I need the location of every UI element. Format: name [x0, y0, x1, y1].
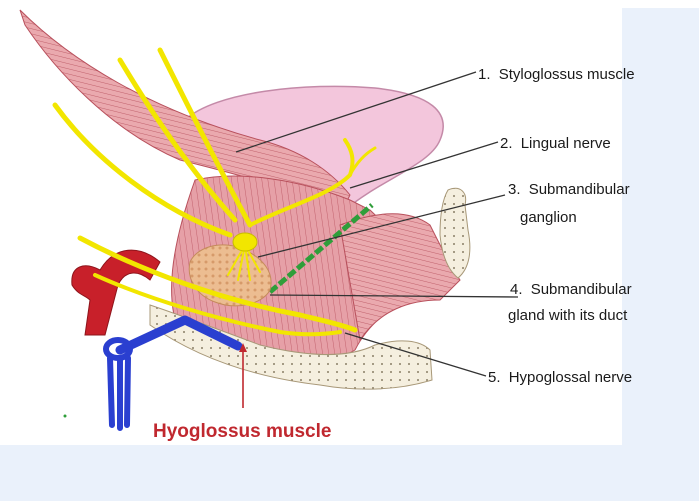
label-2-text: Lingual nerve [521, 135, 611, 152]
label-4-line-2: gland with its duct [508, 307, 628, 324]
label-5-number: 5. [488, 369, 501, 386]
label-3: 3. Submandibular [508, 181, 630, 198]
label-3-number: 3. [508, 181, 521, 198]
submandibular-ganglion [233, 233, 257, 251]
label-4-line-1: Submandibular [531, 281, 632, 298]
stray-dot [64, 415, 67, 418]
label-2: 2. Lingual nerve [500, 135, 611, 152]
label-5: 5. Hypoglossal nerve [488, 369, 632, 386]
label-1-text: Styloglossus muscle [499, 66, 635, 83]
label-3-line-2: ganglion [520, 209, 577, 226]
label-2-number: 2. [500, 135, 513, 152]
label-4-number: 4. [510, 281, 523, 298]
label-3-line-1: Submandibular [529, 181, 630, 198]
label-1-number: 1. [478, 66, 491, 83]
label-1: 1. Styloglossus muscle [478, 66, 635, 83]
artery [72, 250, 160, 335]
hyoglossus-annotation: Hyoglossus muscle [153, 421, 331, 442]
label-4: 4. Submandibular [510, 281, 632, 298]
label-5-text: Hypoglossal nerve [509, 369, 632, 386]
